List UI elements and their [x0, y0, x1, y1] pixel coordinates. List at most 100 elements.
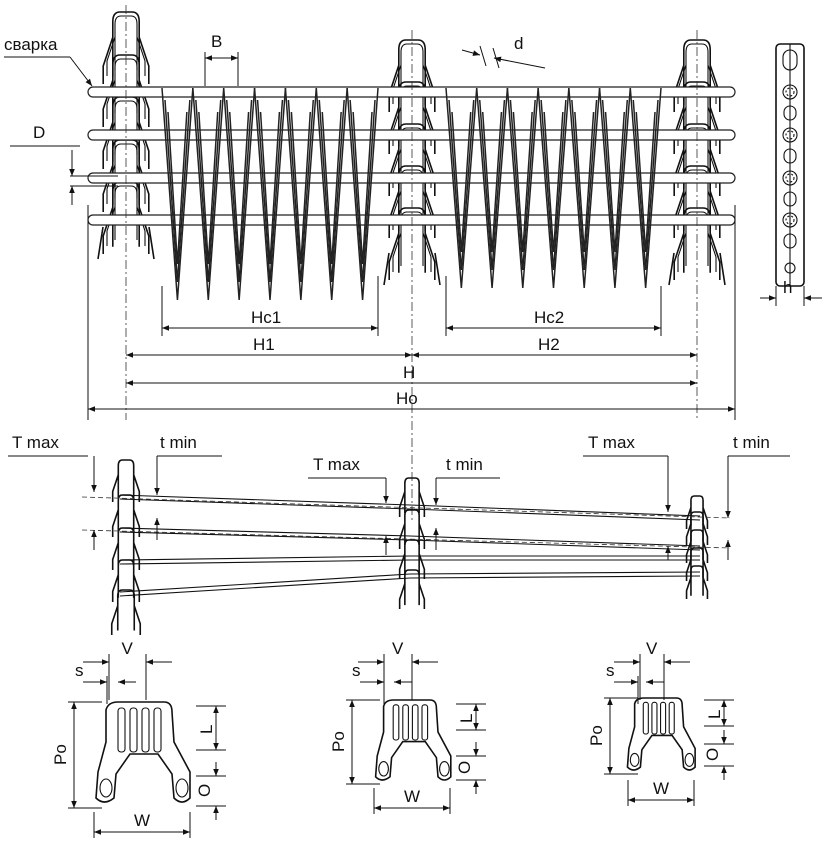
dim-label-s: s: [352, 661, 361, 680]
spiral-loop: [225, 99, 253, 283]
dim-label-H1: H1: [253, 335, 275, 354]
dim-label-Po: Po: [51, 744, 70, 765]
link-slot: [153, 707, 162, 753]
tapered-link: [110, 589, 142, 635]
tapered-rod: [119, 527, 411, 537]
link-slot: [668, 701, 675, 735]
dim-label-O: O: [703, 748, 722, 761]
spiral-loop: [632, 99, 659, 271]
tmax-label-left: T max: [12, 433, 59, 452]
dim-label-O: O: [455, 761, 474, 774]
cross-rod: [87, 86, 736, 98]
tapered-link: [685, 565, 709, 599]
link-slot: [651, 701, 658, 735]
link-hole: [99, 778, 113, 798]
spiral-loop: [512, 111, 533, 253]
dim-label-B: B: [211, 32, 222, 51]
dim-label-Po: Po: [329, 731, 348, 752]
spiral-loop: [228, 111, 250, 265]
spiral-loop: [290, 111, 312, 265]
spiral-loop: [571, 99, 598, 271]
link-slot: [660, 701, 667, 735]
tapered-link: [685, 511, 709, 545]
spiral-loop: [315, 87, 348, 301]
weld-label: сварка: [4, 35, 58, 54]
tmin-label-right: t min: [733, 433, 770, 452]
side-rod-hole: [782, 212, 798, 228]
link-hole: [378, 761, 389, 777]
spiral-loop: [222, 87, 256, 301]
spiral-loop: [481, 111, 503, 253]
spiral-loop: [451, 111, 472, 253]
link-slot: [411, 704, 419, 741]
dim-label-H2: H2: [538, 335, 560, 354]
spiral-loop: [167, 111, 188, 265]
spiral-loop: [537, 87, 570, 289]
spiral-loop: [568, 87, 601, 289]
chain-link-leg: [97, 226, 155, 260]
dim-label-V: V: [122, 639, 134, 658]
tapered-rods: [119, 494, 701, 597]
link-hole: [439, 761, 450, 777]
spiral-loop: [287, 99, 315, 283]
tapered-view: T max t min T max t min T max t min: [8, 433, 790, 635]
chain-links-top: [97, 11, 726, 286]
dim-label-V: V: [392, 639, 404, 658]
tapered-link: [685, 547, 709, 581]
tapered-link: [685, 495, 709, 529]
link-slot: [402, 704, 409, 741]
spiral-loop: [506, 87, 539, 289]
dim-label-Hc1: Hc1: [251, 308, 281, 327]
link-slot: [117, 707, 126, 753]
tapered-rod: [119, 573, 411, 593]
chain-link-leg: [668, 252, 726, 286]
spiral-loop: [509, 99, 536, 271]
spiral-loop: [321, 111, 342, 265]
spiral-loop: [543, 111, 564, 253]
spiral-loop: [629, 87, 662, 289]
spiral-loop: [318, 99, 345, 283]
tapered-rod: [409, 504, 701, 517]
dim-label-L: L: [457, 714, 476, 723]
tapered-link: [398, 509, 426, 549]
tmin-label-left: t min: [160, 433, 197, 452]
tmin-label-middle: t min: [446, 455, 483, 474]
dim-label-D: D: [33, 123, 45, 142]
spiral-loop: [195, 99, 222, 283]
spiral-loop: [478, 99, 506, 271]
link-hole: [684, 752, 695, 767]
spiral-loop: [598, 87, 632, 289]
dim-label-d: d: [514, 34, 523, 53]
spiral-loop: [601, 99, 629, 271]
spiral-loop: [604, 111, 626, 253]
spiral-loop: [346, 87, 379, 301]
side-rod-hole: [782, 170, 798, 186]
top-view: сварка B d D h: [4, 5, 822, 520]
link-slot: [642, 701, 649, 735]
dim-label-Po: Po: [587, 725, 606, 746]
dim-label-s: s: [606, 661, 615, 680]
spiral-loop: [284, 87, 318, 301]
dim-label-Ho: Ho: [396, 389, 418, 408]
spiral-loop: [448, 99, 475, 271]
dim-label-V: V: [646, 639, 658, 658]
spiral-loop: [256, 99, 284, 283]
spiral-loop: [198, 111, 219, 265]
dim-label-H: H: [403, 363, 415, 382]
side-slot: [783, 233, 797, 249]
dim-label-W: W: [404, 787, 420, 806]
tapered-rod: [409, 535, 701, 547]
spiral-loop: [192, 87, 225, 301]
link-slot: [129, 707, 138, 753]
spiral-loop: [352, 111, 373, 265]
dim-label-h: h: [783, 278, 792, 297]
tmax-label-right: T max: [588, 433, 635, 452]
tapered-rod: [409, 571, 701, 575]
side-slot: [783, 191, 797, 207]
link-hole: [629, 752, 640, 767]
cross-rod: [87, 214, 736, 226]
link-body: [626, 697, 696, 771]
